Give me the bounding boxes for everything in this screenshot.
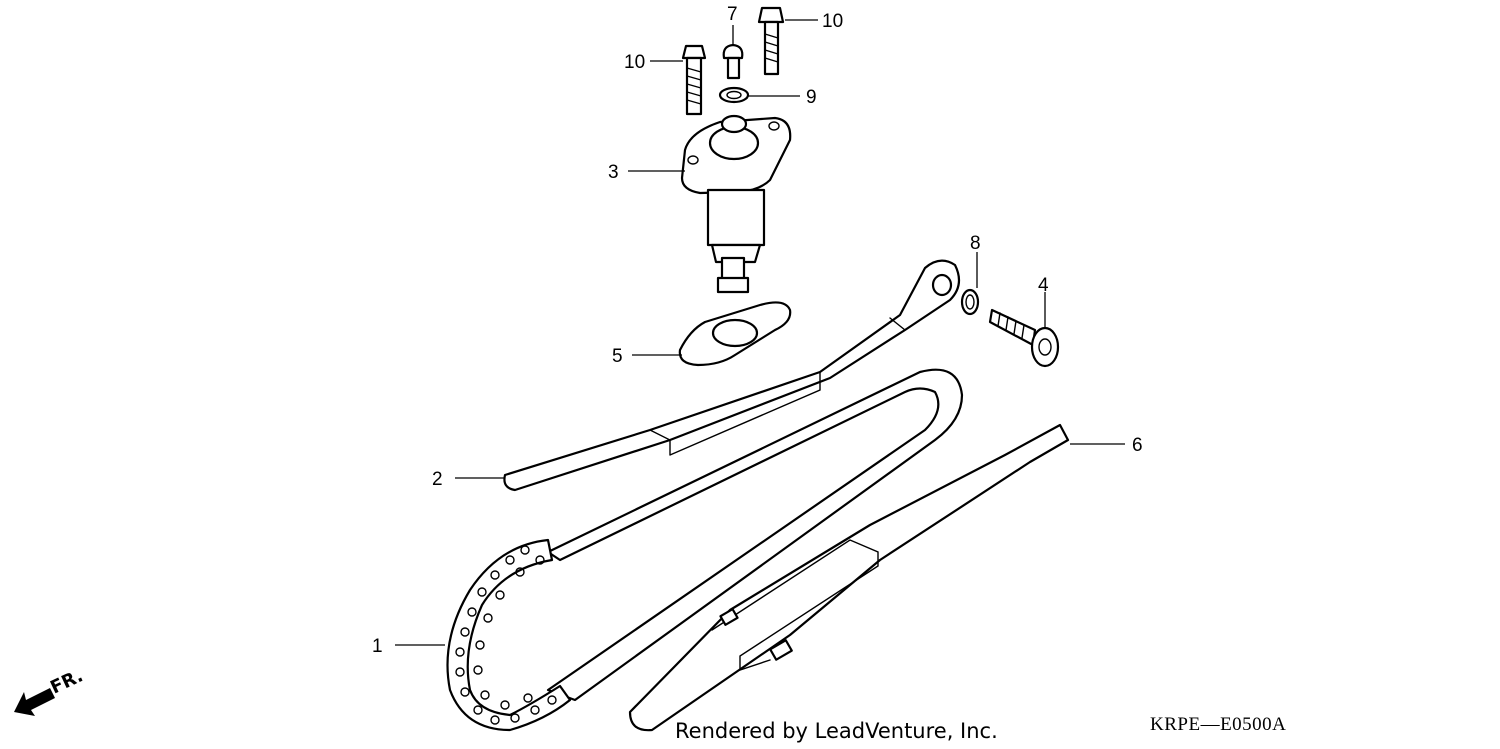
callout-6: 6 [1132,435,1143,456]
callout-2: 2 [432,469,443,490]
leader-lines [395,19,1125,646]
tensioner-slipper[interactable] [503,259,961,492]
callout-8: 8 [970,233,981,254]
callout-10-left: 10 [624,52,645,73]
callout-1: 1 [372,636,383,657]
cam-chain-guide[interactable] [628,423,1070,732]
callout-4: 4 [1038,275,1049,296]
callout-7: 7 [727,4,738,25]
callout-3: 3 [608,162,619,183]
cam-chain[interactable] [446,368,964,732]
pivot-bolt-4[interactable] [988,308,1060,368]
washer-8[interactable] [960,288,980,316]
front-direction-label: FR. [47,665,86,698]
washer-9[interactable] [718,86,750,104]
callout-5: 5 [612,346,623,367]
diagram-code: KRPE—E0500A [1150,714,1286,735]
bolt-10-left[interactable] [681,44,707,116]
front-direction-arrow-icon [14,688,55,716]
tensioner-gasket[interactable] [678,301,792,367]
render-credit: Rendered by LeadVenture, Inc. [675,719,998,743]
callout-9: 9 [806,87,817,108]
tensioner-lifter[interactable] [680,114,792,294]
callout-10-right: 10 [822,11,843,32]
screw-7[interactable] [722,43,744,80]
bolt-10-right[interactable] [757,6,785,76]
